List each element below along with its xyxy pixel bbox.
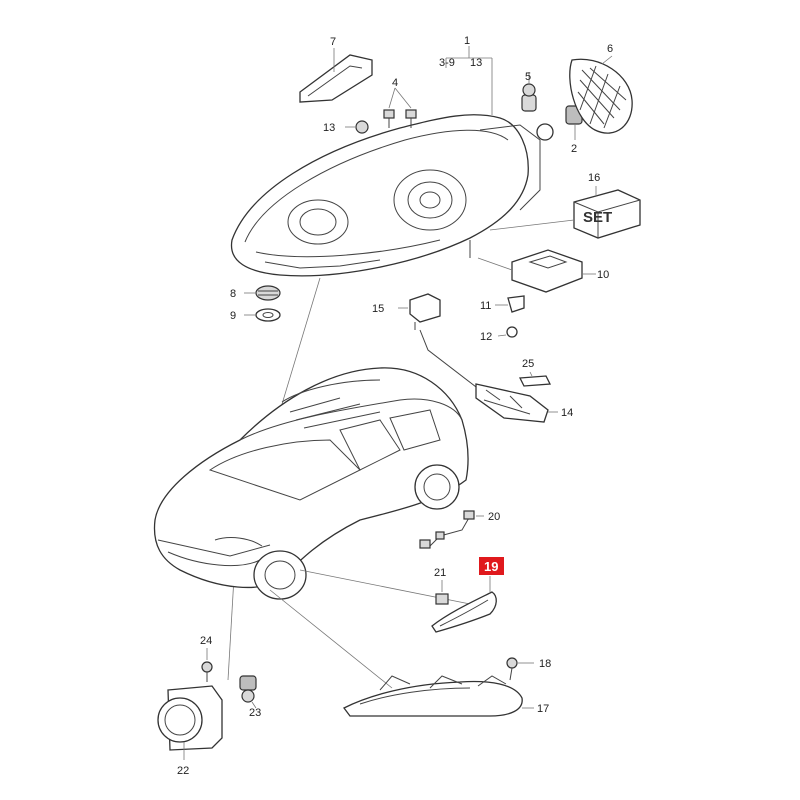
bracket-part-11 [495, 295, 525, 313]
headlight-assembly [230, 114, 541, 277]
screws-part-4 [383, 87, 417, 128]
callout-23: 23 [249, 707, 261, 719]
callout-12: 12 [480, 331, 492, 343]
callout-16: 16 [588, 172, 600, 184]
cover-part-6 [569, 55, 633, 134]
screw-part-12 [497, 326, 518, 338]
car-illustration [153, 367, 469, 600]
set-label: SET [583, 209, 612, 226]
socket-part-21 [435, 580, 449, 605]
callout-8: 8 [230, 288, 236, 300]
ring-part-9 [244, 308, 281, 322]
bulb-part-23 [239, 675, 257, 709]
callout-5: 5 [525, 71, 531, 83]
callout-18: 18 [539, 658, 551, 670]
callout-10: 10 [597, 269, 609, 281]
callout-13: 13 [323, 122, 335, 134]
fog-lamp-part-22 [157, 685, 223, 760]
callout-2: 2 [571, 143, 577, 155]
callout-labels: 1 3-9 13 2 4 5 6 7 8 9 10 11 12 13 14 15… [177, 35, 613, 777]
bracket-part-14 [475, 383, 558, 423]
callout-6: 6 [607, 43, 613, 55]
callout-20: 20 [488, 511, 500, 523]
grommet-part-8 [244, 285, 281, 301]
lower-light-part-17 [343, 675, 534, 717]
control-module-part-10 [477, 249, 596, 293]
callout-13-top: 13 [470, 57, 482, 69]
callout-19: 19 [484, 559, 498, 574]
callout-22: 22 [177, 765, 189, 777]
bracket-part-7 [299, 48, 373, 103]
bulb-part-5 [521, 72, 537, 112]
clip-part-25 [518, 371, 552, 387]
screw-part-13 [345, 120, 369, 134]
callout-9: 9 [230, 310, 236, 322]
set-box-part-16: SET [489, 186, 641, 239]
callout-4: 4 [392, 77, 398, 89]
screw-part-18 [506, 657, 534, 681]
callout-25: 25 [522, 358, 534, 370]
callout-3-9: 3-9 [439, 57, 455, 69]
callout-14: 14 [561, 407, 573, 419]
callout-15: 15 [372, 303, 384, 315]
callout-19-highlight [479, 557, 504, 575]
callout-7: 7 [330, 36, 336, 48]
screw-part-24 [201, 648, 213, 682]
actuator-part-15 [398, 293, 441, 330]
callout-21: 21 [434, 567, 446, 579]
callout-11: 11 [480, 300, 491, 312]
side-marker-part-19 [431, 576, 497, 633]
callout-17: 17 [537, 703, 549, 715]
callout-1: 1 [464, 35, 470, 47]
wire-harness-part-20 [419, 510, 484, 549]
bulb-part-2 [536, 105, 583, 141]
callout-24: 24 [200, 635, 212, 647]
